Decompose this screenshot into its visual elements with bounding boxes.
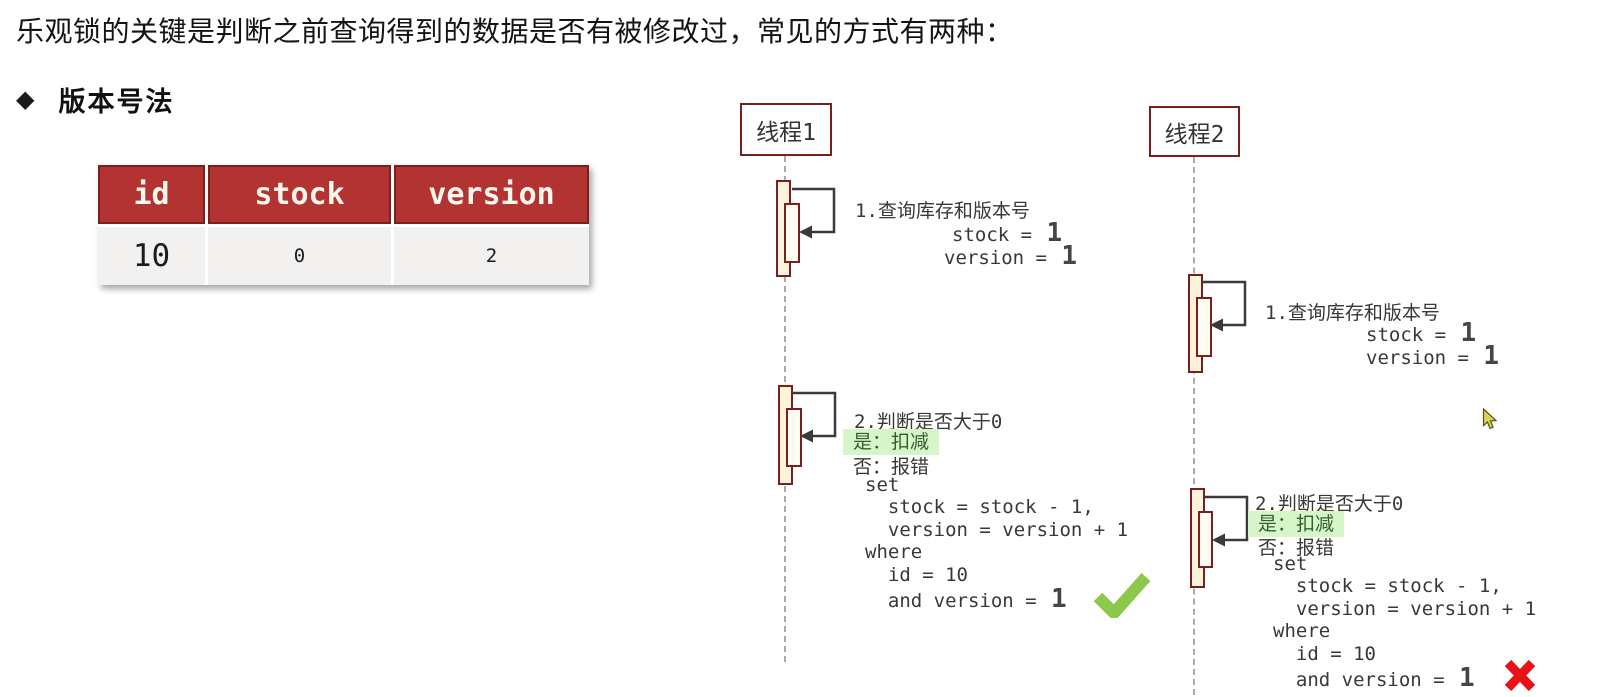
section-heading: ◆ 版本号法 (16, 80, 174, 119)
thread2-step2-yes-line: 是：扣减 (1248, 509, 1345, 537)
cell-version: 2 (394, 227, 589, 285)
version-value: 1 (1483, 341, 1500, 371)
stock-value: 1 (1046, 218, 1063, 248)
sql-version-value: 1 (1051, 584, 1067, 615)
thread2-step1-stock-line: stock = 1 (1366, 318, 1477, 348)
thread1-activation2-inner (786, 408, 802, 467)
thread2-activation1-inner (1196, 297, 1212, 357)
highlight-yes-deduct: 是：扣减 (1248, 511, 1345, 537)
page-title: 乐观锁的关键是判断之前查询得到的数据是否有被修改过，常见的方式有两种： (16, 16, 1014, 47)
thread2-update-sql: set stock = stock - 1, version = version… (1273, 553, 1537, 694)
thread2-header-box: 线程2 (1149, 106, 1240, 157)
thread1-step1-title: 1.查询库存和版本号 (855, 200, 1030, 222)
highlight-yes-deduct: 是：扣减 (843, 429, 940, 455)
thread1-header-box: 线程1 (740, 103, 832, 156)
thread2-step2-title: 2.判断是否大于0 (1255, 493, 1404, 515)
thread2-step2-no-line: 否：报错 (1258, 537, 1335, 559)
thread1-step2-yes-line: 是：扣减 (843, 427, 940, 455)
thread1-step2-title: 2.判断是否大于0 (854, 411, 1003, 433)
column-header-stock: stock (208, 165, 391, 224)
column-header-id: id (98, 165, 205, 224)
failure-cross-icon (1504, 659, 1536, 692)
success-check-icon (1093, 573, 1151, 618)
sql-version-value: 1 (1459, 663, 1475, 694)
thread1-step1-stock-line: stock = 1 (952, 218, 1063, 248)
version-value: 1 (1061, 241, 1078, 271)
diamond-bullet-icon: ◆ (16, 86, 35, 113)
thread2-step1-version-line: version = 1 (1366, 341, 1500, 371)
thread1-update-sql: set stock = stock - 1, version = version… (865, 474, 1129, 615)
stock-value: 1 (1460, 318, 1477, 348)
table-header-row: id stock version (98, 165, 589, 224)
thread1-activation1-inner (784, 203, 800, 263)
thread2-self-message-arrow-icon (1203, 280, 1247, 332)
thread1-self-message-arrow-icon (793, 391, 837, 443)
thread1-self-message-arrow-icon (792, 187, 836, 239)
section-title: 版本号法 (58, 87, 175, 117)
thread1-step2-no-line: 否：报错 (853, 456, 930, 478)
cell-stock: 0 (208, 227, 391, 285)
thread1-step1-version-line: version = 1 (944, 241, 1078, 271)
stock-version-table: id stock version 10 0 2 (98, 165, 589, 285)
thread2-self-message-arrow-icon (1205, 495, 1249, 547)
thread2-activation2-inner (1198, 511, 1213, 568)
column-header-version: version (394, 165, 589, 224)
table-row: 10 0 2 (98, 227, 589, 285)
thread2-step1-title: 1.查询库存和版本号 (1265, 302, 1440, 324)
cell-id: 10 (98, 227, 205, 285)
mouse-cursor-icon (1482, 408, 1498, 430)
thread2-lifeline (1193, 157, 1195, 695)
